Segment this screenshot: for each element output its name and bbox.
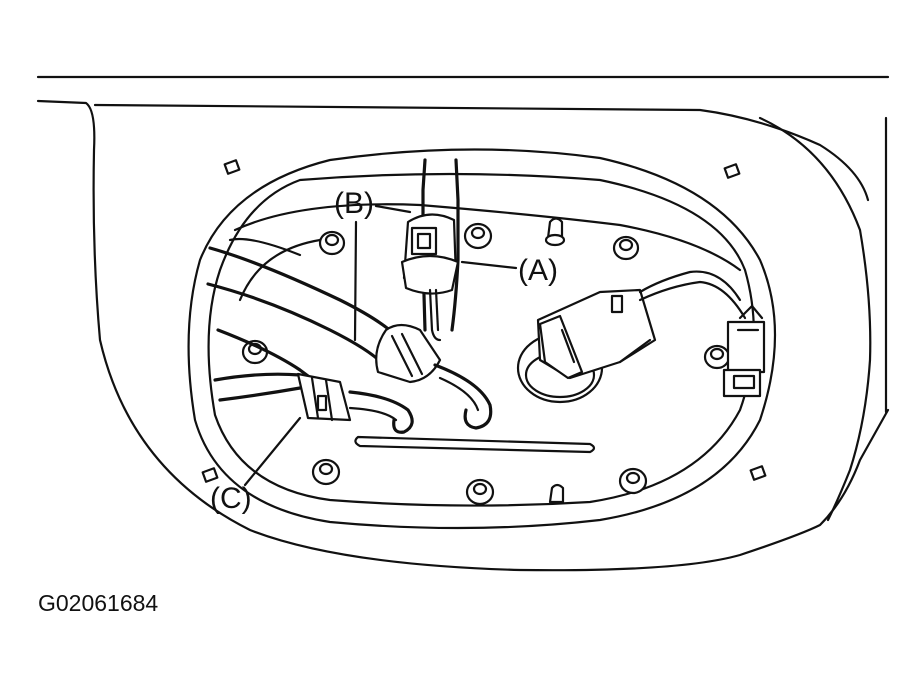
label-a: (A) bbox=[518, 254, 558, 287]
label-b: (B) bbox=[334, 187, 374, 220]
hose-b bbox=[400, 158, 460, 342]
leader-b bbox=[353, 220, 358, 342]
panel-square-4 bbox=[749, 465, 767, 481]
panel-square-3 bbox=[201, 467, 219, 483]
leader-a bbox=[460, 260, 518, 270]
bolt-5 bbox=[703, 344, 731, 370]
side-connector bbox=[722, 304, 766, 398]
leader-c bbox=[243, 416, 302, 487]
panel-outline bbox=[36, 99, 890, 572]
mounting-bolts bbox=[241, 222, 731, 506]
flange-contour bbox=[233, 203, 742, 272]
panel-right-edge bbox=[758, 116, 872, 522]
panel-top-edge bbox=[93, 103, 870, 202]
hose-c bbox=[213, 372, 414, 434]
stud-pin bbox=[544, 217, 566, 247]
bolt-8 bbox=[618, 467, 648, 495]
panel-square-2 bbox=[723, 163, 741, 179]
bolt-3 bbox=[612, 235, 640, 261]
panel-square-1 bbox=[223, 159, 241, 175]
stud-pin-2 bbox=[548, 483, 565, 504]
bolt-7 bbox=[465, 478, 495, 506]
bolt-6 bbox=[311, 458, 341, 486]
flange-contour-2 bbox=[238, 238, 322, 302]
leader-b-2 bbox=[374, 204, 412, 214]
figure-code: G02061684 bbox=[38, 590, 158, 616]
label-c: (C) bbox=[210, 482, 252, 515]
flange-slot bbox=[354, 435, 596, 454]
pump-connector bbox=[516, 270, 747, 404]
hoses-left bbox=[206, 237, 493, 430]
access-hole-outer bbox=[187, 148, 777, 530]
bolt-2 bbox=[463, 222, 493, 250]
access-hole-inner bbox=[207, 172, 755, 507]
bolt-1 bbox=[318, 230, 346, 256]
